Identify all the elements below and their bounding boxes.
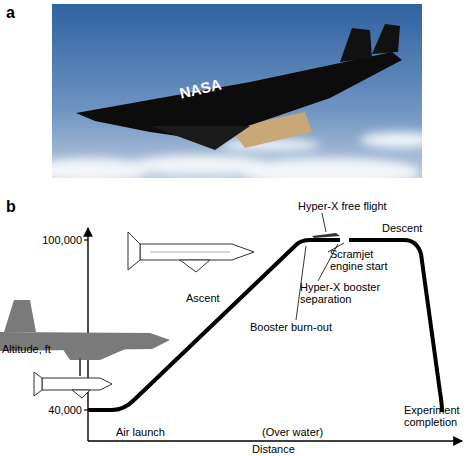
cloud xyxy=(240,158,420,178)
note-label: (Over water) xyxy=(262,426,342,438)
booster-fins xyxy=(128,232,140,270)
axis-tick-label: 40,000 xyxy=(30,404,82,416)
cloud xyxy=(360,132,422,148)
leader-line xyxy=(322,213,326,232)
event-label: Experiment completion xyxy=(404,404,470,428)
launch-stack-ascent xyxy=(128,232,254,272)
carrier-tail xyxy=(4,300,36,332)
sky xyxy=(52,4,422,178)
x43a-vehicle xyxy=(76,24,402,150)
tail-fin xyxy=(372,24,400,54)
launch-stack-attached xyxy=(34,358,112,398)
hyper-x-vehicle xyxy=(312,233,340,238)
booster-body xyxy=(42,378,112,390)
phase-label: Ascent xyxy=(186,292,236,304)
carrier-wing xyxy=(60,345,130,360)
event-label: Booster burn-out xyxy=(250,321,350,333)
event-label: Hyper-X free flight xyxy=(298,200,408,212)
panel-letter: a xyxy=(6,4,36,21)
phase-label: Air launch xyxy=(116,426,186,438)
booster-body xyxy=(140,244,254,260)
pylon xyxy=(79,358,81,376)
booster-wing xyxy=(72,390,90,398)
detail-line xyxy=(150,252,230,253)
axis-tick xyxy=(84,239,88,240)
event-label: Scramjet engine start xyxy=(330,248,400,272)
axis-tick xyxy=(84,409,88,410)
panel-letter: b xyxy=(6,198,36,215)
tail-fin xyxy=(340,28,372,62)
axis-title: Altitude, ft xyxy=(2,343,54,355)
clouds xyxy=(52,132,422,178)
booster-wing xyxy=(180,260,210,272)
axis-tick-label: 100,000 xyxy=(30,234,82,246)
axis-title: Distance xyxy=(252,443,322,455)
phase-label: Descent xyxy=(382,222,432,234)
event-label: Hyper-X booster separation xyxy=(300,281,392,305)
wing xyxy=(150,126,250,150)
booster-fins xyxy=(34,372,42,396)
distance-axis xyxy=(88,440,462,441)
photo xyxy=(52,4,422,178)
carrier-aircraft xyxy=(0,300,170,360)
